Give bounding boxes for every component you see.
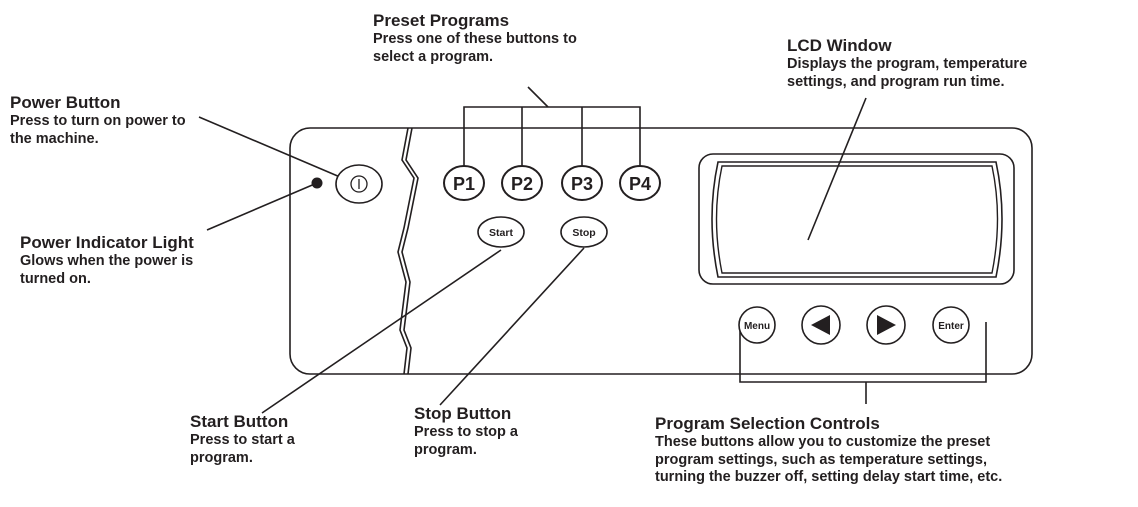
- callout-stop-button-line-2: program.: [414, 441, 477, 458]
- callout-power-indicator: Power Indicator Light Glows when the pow…: [20, 233, 194, 288]
- power-button[interactable]: [335, 164, 383, 204]
- callout-start-button-line-2: program.: [190, 449, 253, 466]
- start-button-label: Start: [489, 227, 513, 239]
- right-arrow-button[interactable]: [866, 305, 906, 345]
- preset-button-p4[interactable]: P4: [619, 165, 661, 201]
- callout-program-selection-line-1: These buttons allow you to customize the…: [655, 434, 991, 451]
- callout-start-button: Start Button Press to start a program.: [190, 412, 295, 467]
- right-arrow-icon: [877, 315, 896, 335]
- callout-lcd-window-line-1: Displays the program, temperature: [787, 56, 1028, 73]
- menu-button[interactable]: Menu: [738, 306, 776, 344]
- preset-button-p1-label: P1: [453, 174, 475, 194]
- callout-power-indicator-line-1: Glows when the power is: [20, 253, 194, 270]
- preset-button-p2-label: P2: [511, 174, 533, 194]
- enter-button-label: Enter: [938, 321, 964, 332]
- preset-button-p4-label: P4: [629, 174, 651, 194]
- callout-stop-button-line-1: Press to stop a: [414, 424, 518, 441]
- callout-program-selection-line-2: program settings, such as temperature se…: [655, 451, 987, 468]
- callout-preset-programs-title: Preset Programs: [373, 11, 510, 30]
- stop-button[interactable]: Stop: [560, 216, 608, 248]
- callout-program-selection: Program Selection Controls These buttons…: [655, 414, 1002, 487]
- enter-button[interactable]: Enter: [932, 306, 970, 344]
- callout-program-selection-title: Program Selection Controls: [655, 414, 880, 433]
- callout-lcd-window: LCD Window Displays the program, tempera…: [787, 36, 1027, 91]
- leader-lines: [198, 86, 987, 414]
- callout-stop-button-title: Stop Button: [414, 404, 512, 423]
- power-icon: [350, 175, 368, 193]
- power-indicator-light: [311, 177, 323, 189]
- callout-power-indicator-title: Power Indicator Light: [20, 233, 194, 252]
- preset-button-p1[interactable]: P1: [443, 165, 485, 201]
- callout-program-selection-line-3: turning the buzzer off, setting delay st…: [655, 469, 1003, 486]
- callout-lcd-window-line-2: settings, and program run time.: [787, 73, 1005, 90]
- callout-start-button-line-1: Press to start a: [190, 432, 295, 449]
- callout-power-button-line-2: the machine.: [10, 130, 99, 147]
- callout-power-button-title: Power Button: [10, 93, 121, 112]
- callout-power-indicator-line-2: turned on.: [20, 270, 91, 287]
- callout-preset-programs-line-1: Press one of these buttons to: [373, 31, 577, 48]
- lcd-window: [698, 153, 1015, 285]
- callout-start-button-title: Start Button: [190, 412, 289, 431]
- stop-button-label: Stop: [572, 227, 595, 239]
- callout-power-button: Power Button Press to turn on power to t…: [10, 93, 186, 148]
- preset-button-p2[interactable]: P2: [501, 165, 543, 201]
- callout-preset-programs: Preset Programs Press one of these butto…: [373, 11, 577, 66]
- callout-preset-programs-line-2: select a program.: [373, 48, 494, 65]
- panel-outline: [289, 127, 1033, 375]
- left-arrow-button[interactable]: [801, 305, 841, 345]
- preset-button-p3-label: P3: [571, 174, 593, 194]
- callout-power-button-line-1: Press to turn on power to: [10, 113, 186, 130]
- left-arrow-icon: [811, 315, 830, 335]
- callout-stop-button: Stop Button Press to stop a program.: [414, 404, 518, 459]
- menu-button-label: Menu: [744, 321, 770, 332]
- preset-button-p3[interactable]: P3: [561, 165, 603, 201]
- panel-break-lines: [397, 127, 419, 375]
- start-button[interactable]: Start: [477, 216, 525, 248]
- callout-lcd-window-title: LCD Window: [787, 36, 892, 55]
